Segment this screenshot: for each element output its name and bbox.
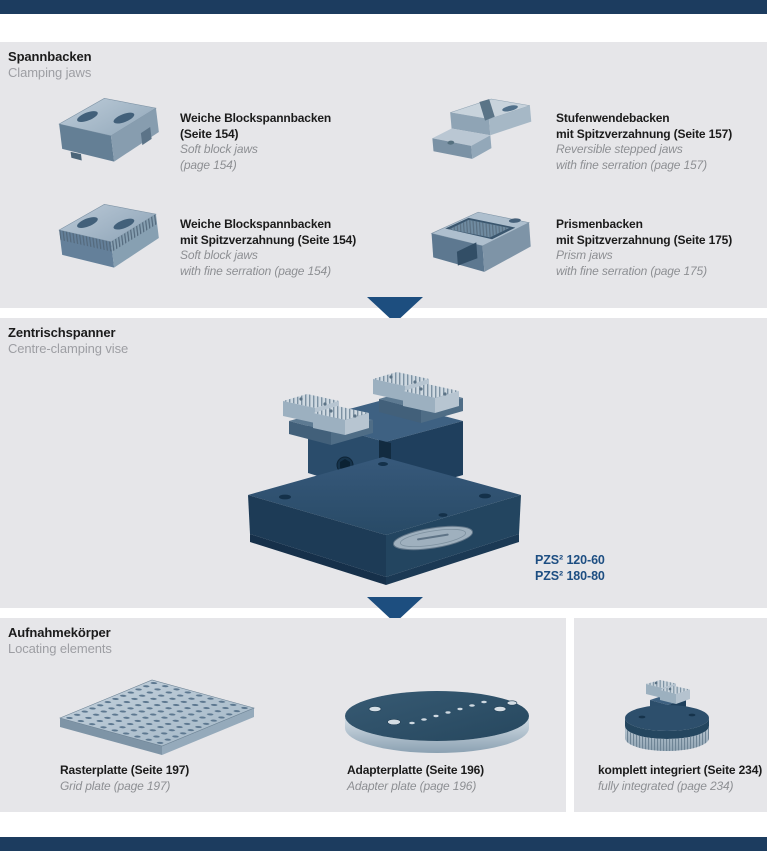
soft-block-jaws-serrated-image [44,190,174,278]
product-name-en-2: with fine serration (page 154) [180,263,331,278]
prism-jaws-image [416,196,546,281]
product-name-de-2: mit Spitzverzahnung (Seite 157) [556,126,733,141]
soft-block-jaws-image [44,86,174,172]
product-name-de: komplett integriert (Seite 234) [598,763,763,777]
bottom-bar [0,837,767,851]
product-name-de-2: (Seite 154) [180,126,239,141]
product-name-en-2: with fine serration (page 157) [556,157,707,172]
product-name-en-2: with fine serration (page 175) [556,263,707,278]
product-name-de-2: mit Spitzverzahnung (Seite 154) [180,232,357,247]
section-title-de: Zentrischspanner [8,325,116,340]
model-name-1: PZS² 120-60 [535,553,605,567]
product-label-prism-jaws: Prismenbacken mit Spitzverzahnung (Seite… [556,217,732,279]
section-title-en: Centre-clamping vise [8,341,129,356]
model-name-2: PZS² 180-80 [535,569,605,583]
product-name-de: Prismenbacken [556,217,643,231]
model-list: PZS² 120-60 PZS² 180-80 [535,552,605,584]
fully-integrated-vise-image [612,648,722,758]
product-label-adapter-plate: Adapterplatte (Seite 196) Adapter plate … [347,763,484,794]
product-label-reversible-stepped-jaws: Stufenwendebacken mit Spitzverzahnung (S… [556,111,732,173]
top-bar [0,0,767,14]
product-label-fully-integrated: komplett integriert (Seite 234) fully in… [598,763,762,794]
product-name-en: fully integrated (page 234) [598,778,734,793]
product-label-soft-block-jaws-serrated: Weiche Blockspannbacken mit Spitzverzahn… [180,217,356,279]
section-header-clamping: Spannbacken Clamping jaws [8,49,92,81]
section-title-de: Spannbacken [8,49,92,64]
product-label-soft-block-jaws: Weiche Blockspannbacken (Seite 154) Soft… [180,111,331,173]
product-name-de-2: mit Spitzverzahnung (Seite 175) [556,232,733,247]
product-label-grid-plate: Rasterplatte (Seite 197) Grid plate (pag… [60,763,189,794]
section-title-en: Clamping jaws [8,65,92,80]
section-title-de: Aufnahmekörper [8,625,111,640]
product-name-en: Grid plate (page 197) [60,778,171,793]
section-clamping-jaws: Spannbacken Clamping jaws [0,42,767,308]
product-name-de: Rasterplatte (Seite 197) [60,763,190,777]
section-header-locating: Aufnahmekörper Locating elements [8,625,112,657]
product-name-en: Soft block jaws [180,248,258,262]
product-name-de: Weiche Blockspannbacken [180,217,332,231]
product-name-de: Adapterplatte (Seite 196) [347,763,484,777]
adapter-plate-image [342,676,532,756]
product-name-en-2: (page 154) [180,157,237,172]
section-title-en: Locating elements [8,641,112,656]
product-name-en: Soft block jaws [180,142,258,156]
product-name-en: Reversible stepped jaws [556,142,683,156]
product-name-en: Prism jaws [556,248,613,262]
centre-clamping-vise-image [233,345,533,595]
grid-plate-image [52,668,262,763]
product-name-en: Adapter plate (page 196) [347,778,477,793]
product-name-de: Stufenwendebacken [556,111,670,125]
product-name-de: Weiche Blockspannbacken [180,111,332,125]
reversible-stepped-jaws-image [416,92,546,172]
section-header-vise: Zentrischspanner Centre-clamping vise [8,325,128,357]
